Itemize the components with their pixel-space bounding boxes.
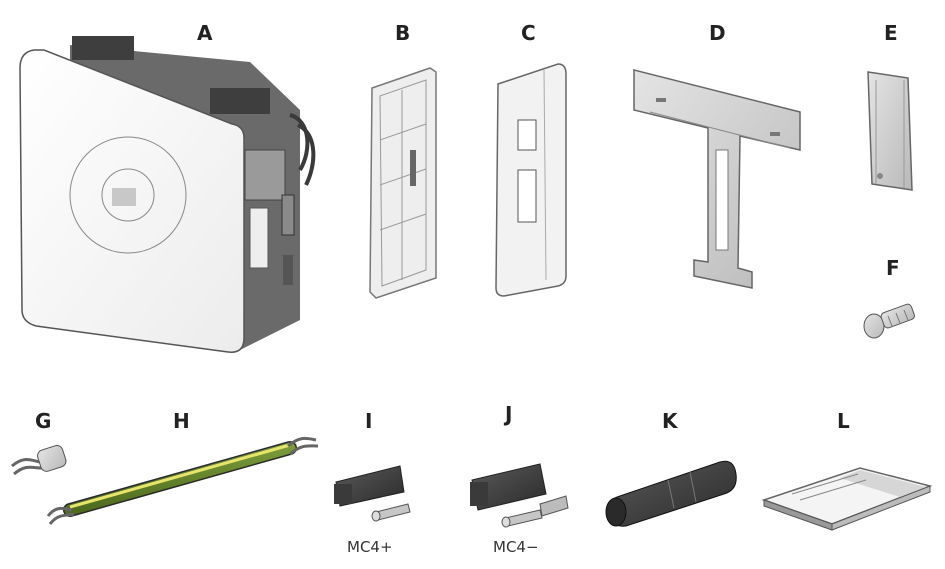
label-g: G (35, 409, 51, 433)
inverter-illustration (19, 36, 316, 353)
label-j: J (503, 402, 512, 426)
label-mc4-plus: MC4+ (347, 538, 393, 556)
grounding-cable-illustration (46, 436, 319, 525)
label-l: L (837, 409, 850, 433)
wall-bracket-illustration (633, 69, 801, 289)
label-a: A (197, 21, 213, 45)
label-c: C (521, 21, 536, 45)
label-i: I (365, 409, 372, 433)
cover-frame-illustration (369, 67, 437, 299)
label-f: F (886, 256, 900, 280)
label-d: D (709, 21, 726, 45)
cover-plate-illustration (495, 63, 567, 297)
bracket-piece-illustration (867, 71, 913, 191)
label-mc4-minus: MC4− (493, 538, 539, 556)
ring-terminal-illustration (11, 445, 67, 476)
documentation-illustration (761, 467, 933, 531)
label-e: E (884, 21, 898, 45)
label-k: K (662, 409, 679, 433)
label-h: H (173, 409, 190, 433)
mc4-plus-connector-illustration (334, 465, 411, 522)
screw-illustration (863, 303, 915, 339)
cable-connector-illustration (605, 460, 737, 527)
label-b: B (395, 21, 410, 45)
mc4-minus-connector-illustration (470, 463, 569, 528)
